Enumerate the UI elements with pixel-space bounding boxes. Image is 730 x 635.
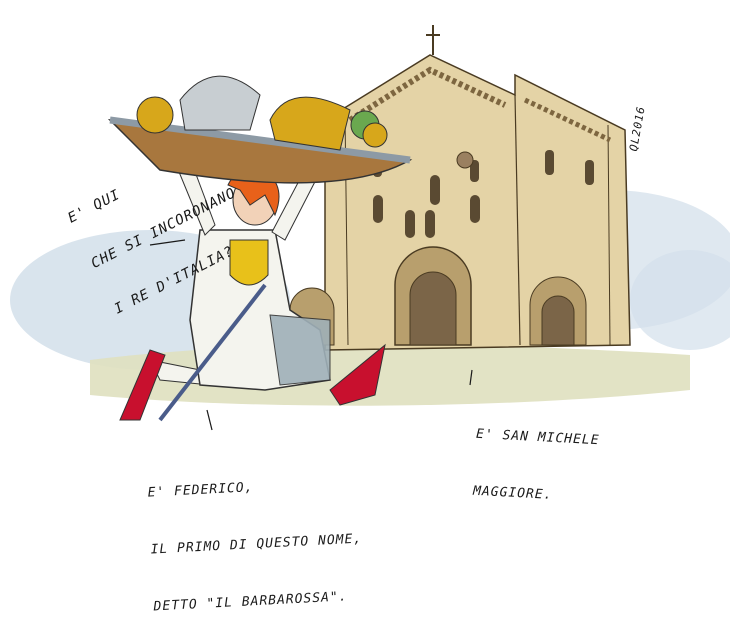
church-facade <box>289 25 631 351</box>
pointer-lines <box>149 239 473 431</box>
caption-san-michele-line-1: E' SAN MICHELE <box>475 426 600 449</box>
caption-san-michele-line-2: MAGGIORE. <box>472 483 553 503</box>
illustration <box>10 25 730 431</box>
caption-federico-line-1: E' FEDERICO, <box>147 480 254 501</box>
caption-federico-line-2: IL PRIMO DI QUESTO NOME, <box>150 531 363 558</box>
emperor-figure <box>107 75 413 422</box>
caption-san-michele: E' SAN MICHELE MAGGIORE. <box>472 387 602 526</box>
caption-federico: E' FEDERICO, IL PRIMO DI QUESTO NOME, DE… <box>145 435 366 635</box>
caption-federico-line-3: DETTO "IL BARBAROSSA". <box>153 589 348 615</box>
